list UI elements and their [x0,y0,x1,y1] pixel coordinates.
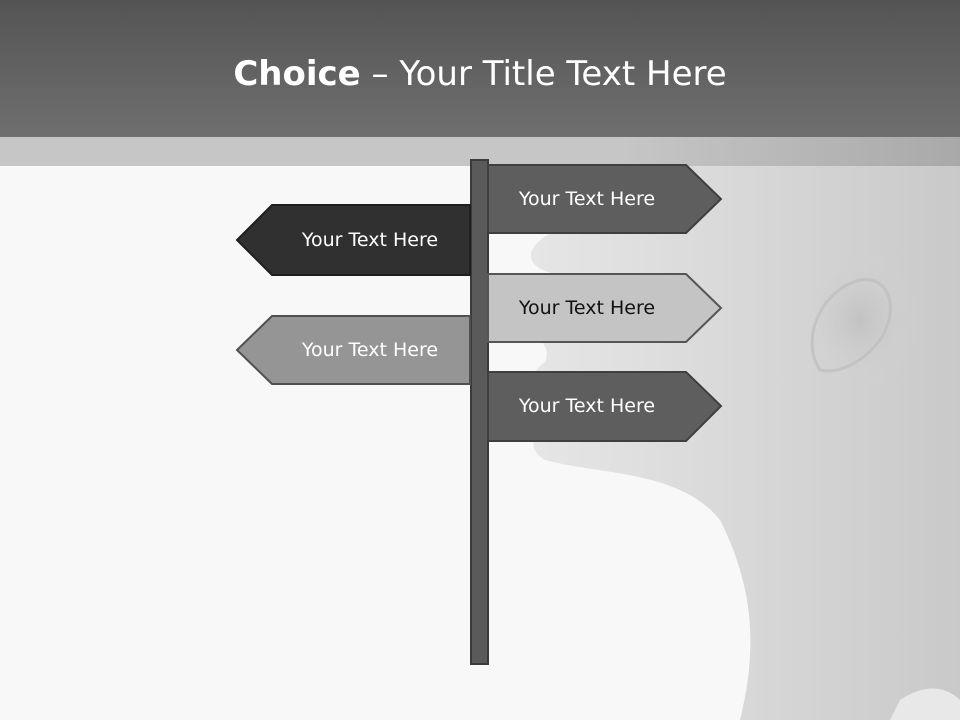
sign-label-1: Your Text Here [518,188,656,210]
sign-arrow-5 [487,371,723,442]
sign-label-2: Your Text Here [301,229,439,251]
title-rest-part: – Your Title Text Here [360,54,727,94]
signpost-post [470,159,489,665]
title-bar [0,0,960,137]
sign-label-3: Your Text Here [518,297,656,319]
slide-title: Choice – Your Title Text Here [0,48,960,100]
sign-arrow-1 [487,164,723,234]
sign-label-4: Your Text Here [301,339,439,361]
sign-arrow-2 [235,204,471,276]
sign-arrow-3 [487,273,723,343]
title-bold-part: Choice [233,54,361,94]
accent-band-shade [620,137,960,166]
sign-label-5: Your Text Here [518,395,656,417]
sign-arrow-4 [235,315,471,385]
